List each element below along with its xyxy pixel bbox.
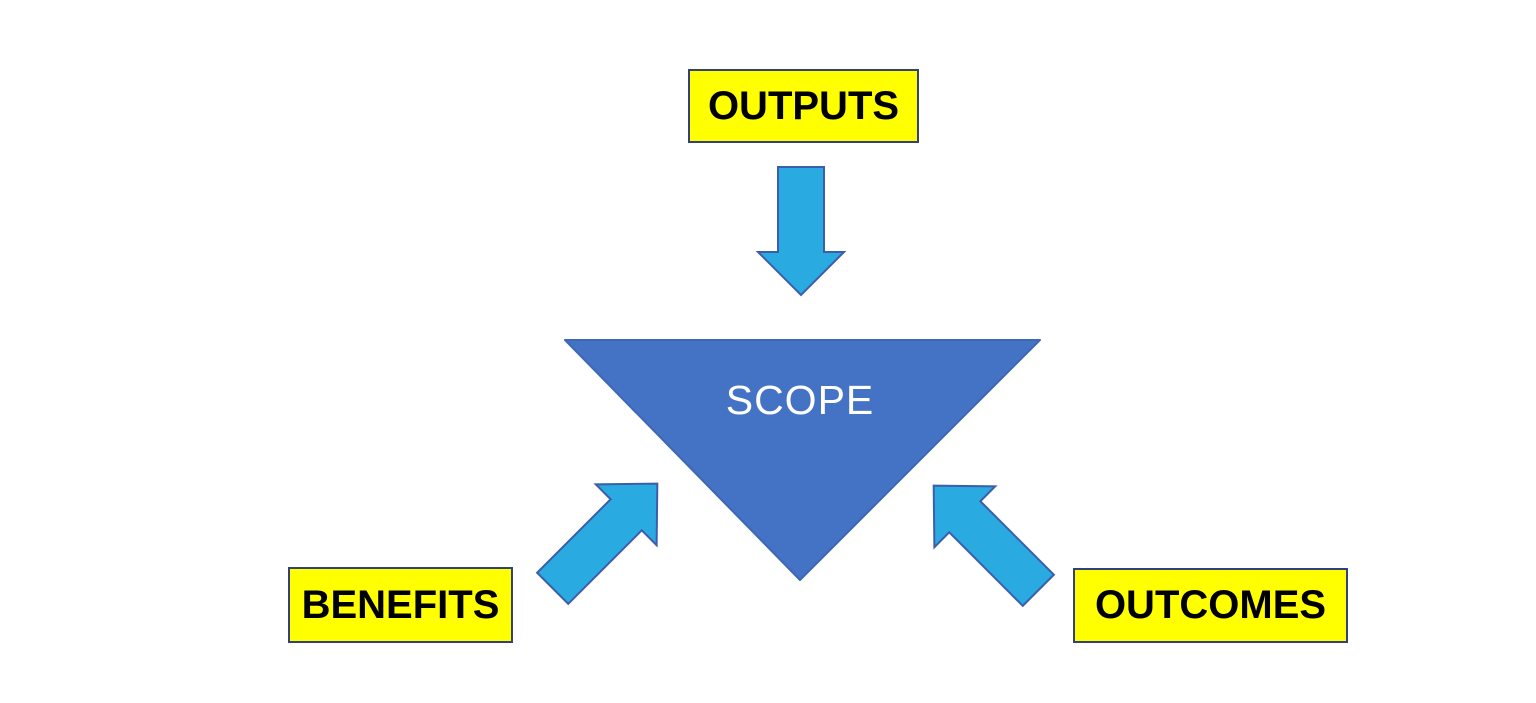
up-left-arrow-icon — [932, 484, 1056, 608]
outcomes-box: OUTCOMES — [1073, 568, 1348, 643]
scope-triangle — [564, 339, 1041, 581]
benefits-label: BENEFITS — [301, 582, 500, 627]
down-arrow-icon — [755, 166, 847, 297]
outputs-box: OUTPUTS — [688, 69, 919, 143]
outputs-label: OUTPUTS — [707, 83, 900, 128]
up-right-arrow-icon — [535, 482, 659, 606]
benefits-box: BENEFITS — [288, 567, 513, 643]
outcomes-label: OUTCOMES — [1094, 583, 1327, 627]
scope-label: SCOPE — [725, 377, 875, 423]
